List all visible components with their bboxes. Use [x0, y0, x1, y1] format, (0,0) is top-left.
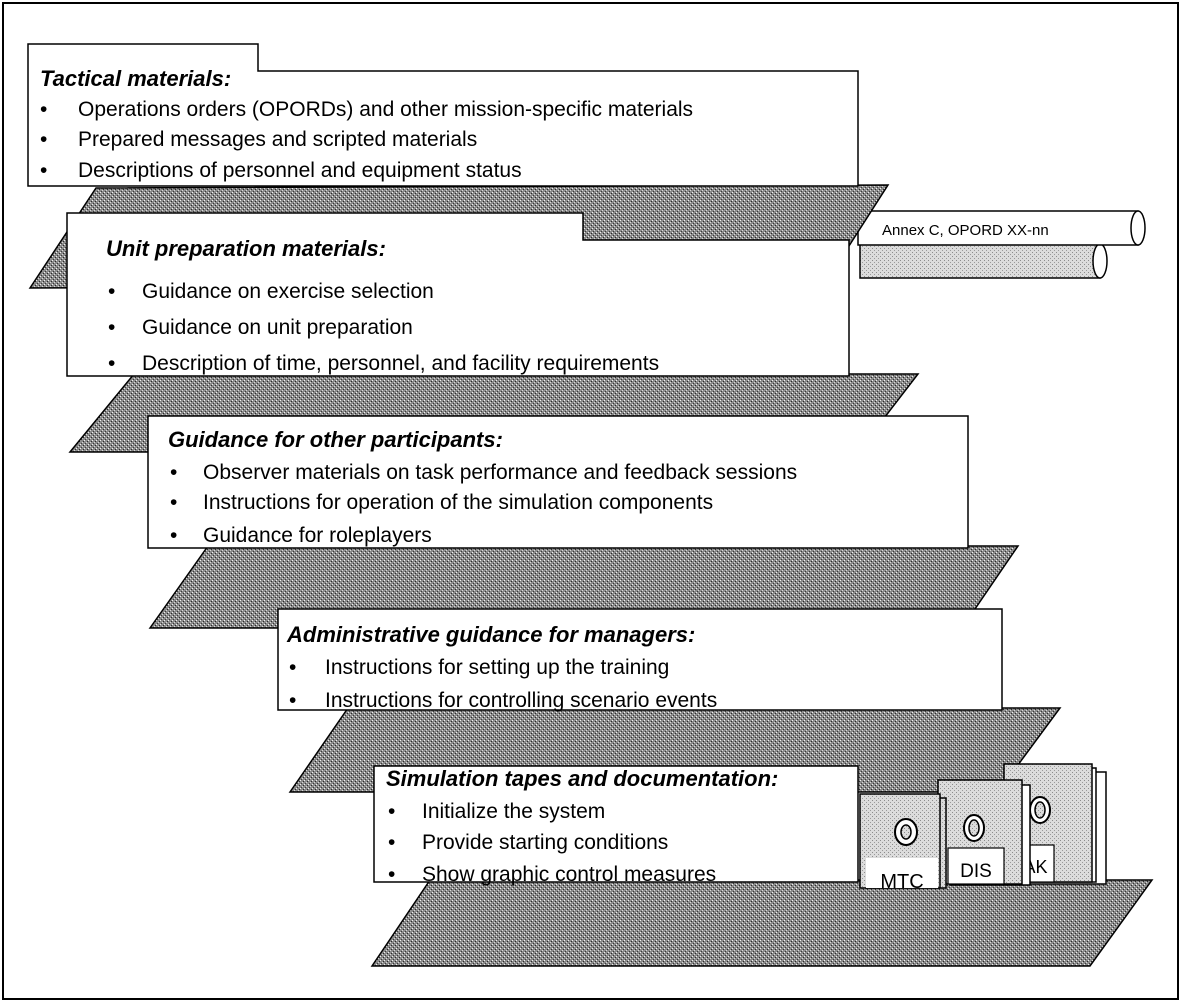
card-3-item-3-bullet: •: [170, 524, 177, 547]
card-5-heading: Simulation tapes and documentation:: [386, 766, 778, 791]
card-3-heading: Guidance for other participants:: [168, 427, 503, 452]
card-5-item-1: Initialize the system: [422, 800, 605, 823]
annex-label: Annex C, OPORD XX-nn: [882, 222, 1049, 239]
binder-mtc: MTC: [859, 793, 947, 893]
card-1-item-1: Operations orders (OPORDs) and other mis…: [78, 98, 693, 121]
card-2-item-1: Guidance on exercise selection: [142, 280, 434, 303]
card-4-item-1-bullet: •: [289, 656, 296, 679]
card-administrative-guidance: Administrative guidance for managers: • …: [277, 608, 1062, 793]
card-5-paper: [373, 765, 859, 883]
card-1-item-3: Descriptions of personnel and equipment …: [78, 159, 522, 182]
card-3-item-2: Instructions for operation of the simula…: [203, 491, 713, 514]
card-3-item-3: Guidance for roleplayers: [203, 524, 432, 547]
card-4-paper: [277, 608, 1003, 711]
card-2-heading: Unit preparation materials:: [106, 236, 386, 261]
card-5-base-shadow: [370, 879, 1154, 967]
card-2-item-1-bullet: •: [108, 280, 115, 303]
card-5-item-3: Show graphic control measures: [422, 863, 716, 886]
card-4-item-1: Instructions for setting up the training: [325, 656, 669, 679]
card-simulation-tapes: Simulation tapes and documentation: • In…: [370, 765, 1154, 967]
card-5-item-2-bullet: •: [388, 831, 395, 854]
card-3-item-2-bullet: •: [170, 491, 177, 514]
card-5-item-3-bullet: •: [388, 863, 395, 886]
card-2-paper: [66, 212, 850, 377]
card-1-item-3-bullet: •: [40, 159, 47, 182]
binder-dis: DIS: [937, 779, 1031, 886]
card-1-paper: [27, 43, 859, 187]
card-4-item-2: Instructions for controlling scenario ev…: [325, 689, 717, 712]
card-1-item-1-bullet: •: [40, 98, 47, 121]
card-2-item-2: Guidance on unit preparation: [142, 316, 413, 339]
card-5-item-1-bullet: •: [388, 800, 395, 823]
card-2-item-2-bullet: •: [108, 316, 115, 339]
card-1-heading: Tactical materials:: [40, 66, 231, 91]
card-other-participants: Guidance for other participants: • Obser…: [147, 415, 1020, 629]
card-3-item-1-bullet: •: [170, 461, 177, 484]
card-1-item-2: Prepared messages and scripted materials: [78, 128, 477, 151]
card-1-item-2-bullet: •: [40, 128, 47, 151]
card-3-paper: [147, 415, 969, 549]
card-4-heading: Administrative guidance for managers:: [286, 622, 695, 647]
annex-scroll: Annex C, OPORD XX-nn: [857, 210, 1146, 279]
binder-dis-label: DIS: [960, 861, 992, 882]
card-2-item-3: Description of time, personnel, and faci…: [142, 352, 659, 375]
card-2-item-3-bullet: •: [108, 352, 115, 375]
binder-mtc-label: MTC: [880, 871, 923, 893]
card-5-item-2: Provide starting conditions: [422, 831, 668, 854]
card-4-item-2-bullet: •: [289, 689, 296, 712]
card-3-item-1: Observer materials on task performance a…: [203, 461, 797, 484]
